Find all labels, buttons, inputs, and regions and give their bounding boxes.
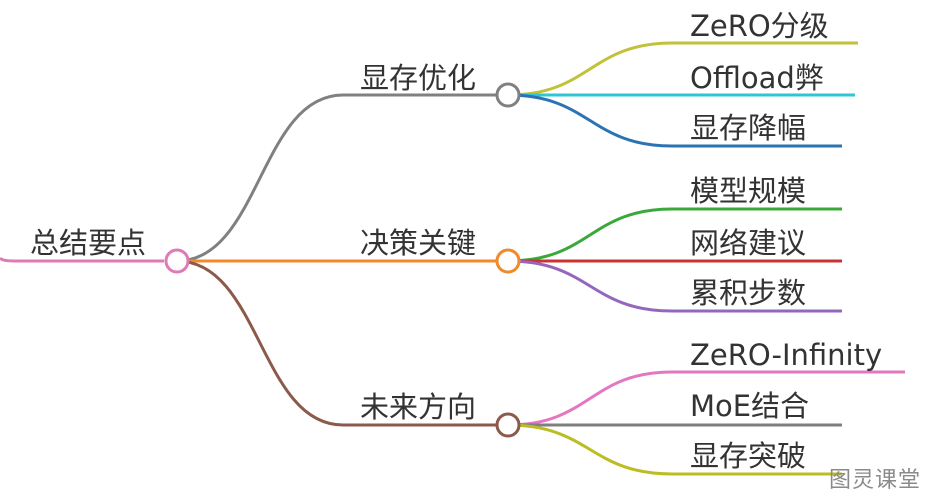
leaf-label: ZeRO-Infinity: [690, 338, 882, 372]
root-node[interactable]: [164, 248, 190, 274]
leaf-label: 显存突破: [690, 439, 806, 473]
leaf-connector: [507, 423, 842, 476]
branch-label: 显存优化: [360, 61, 476, 95]
leaf-connector: [507, 41, 858, 97]
branch-connector: [176, 259, 344, 427]
leaf-connector: [507, 259, 842, 313]
branch-node[interactable]: [495, 82, 521, 108]
leaf-connector: [507, 93, 842, 148]
branch-node[interactable]: [495, 412, 521, 438]
leaf-label: 显存降幅: [690, 111, 806, 145]
branch-label: 未来方向: [360, 390, 476, 424]
leaf-label: MoE结合: [690, 389, 809, 423]
leaf-label: 网络建议: [690, 226, 806, 260]
leaf-label: 模型规模: [690, 174, 806, 208]
root-label: 总结要点: [30, 226, 146, 260]
leaf-connector: [507, 370, 905, 427]
leaf-connector: [507, 207, 842, 263]
branch-connector: [176, 93, 344, 263]
branch-label: 决策关键: [360, 226, 476, 260]
leaf-label: 累积步数: [690, 276, 806, 310]
leaf-label: ZeRO分级: [690, 9, 829, 43]
leaf-label: Offload弊: [690, 61, 824, 95]
root-underline: [0, 256, 164, 263]
branch-node[interactable]: [495, 248, 521, 274]
watermark: 图灵课堂: [828, 468, 921, 493]
